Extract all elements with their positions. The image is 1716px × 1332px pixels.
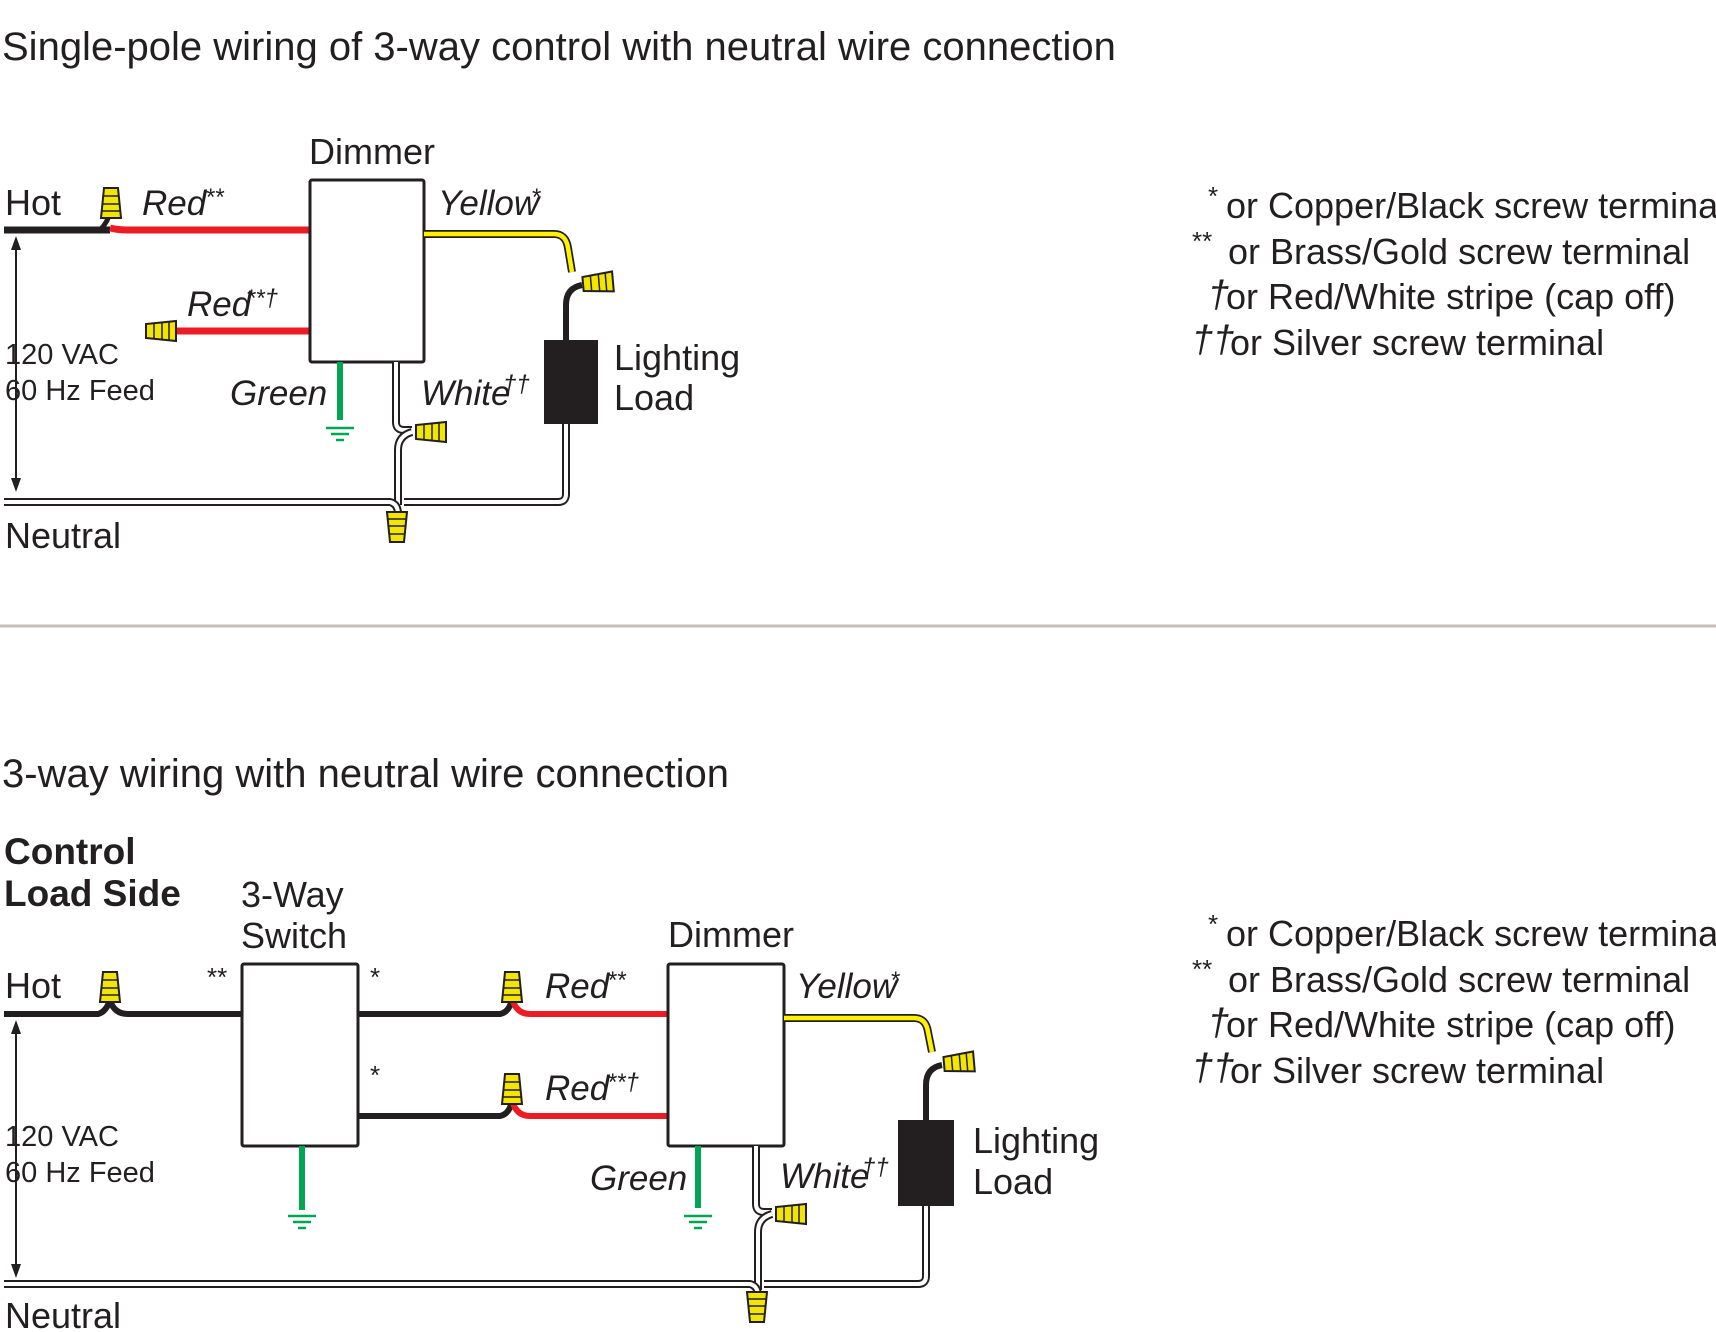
red-top-label: Red bbox=[545, 967, 611, 1006]
traveler-black-bottom bbox=[358, 1099, 515, 1119]
yellow-wire bbox=[784, 1015, 935, 1053]
feed-voltage: 120 VAC bbox=[5, 1121, 119, 1153]
switch-right-bottom-mark: * bbox=[370, 1060, 380, 1090]
white-wire-load bbox=[764, 1206, 928, 1286]
wire-nut-neutral bbox=[386, 511, 408, 543]
hot-label: Hot bbox=[5, 182, 61, 223]
white-wire-dimmer bbox=[754, 1146, 772, 1214]
wire-nut-load bbox=[581, 270, 615, 296]
legend-text: or Copper/Black screw terminal bbox=[1226, 185, 1716, 226]
legend-text: or Red/White stripe (cap off) bbox=[1226, 276, 1676, 317]
red-bottom-label: Red bbox=[187, 285, 253, 324]
yellow-label: Yellow bbox=[796, 967, 900, 1006]
legend-text: or Copper/Black screw terminal bbox=[1226, 913, 1716, 954]
wire-nut-white bbox=[415, 421, 447, 443]
wire-nut-traveler-bottom bbox=[501, 1073, 523, 1105]
ground-icon bbox=[286, 1214, 318, 1230]
green-label: Green bbox=[590, 1159, 687, 1198]
diagram2-title: 3-way wiring with neutral wire connectio… bbox=[2, 752, 729, 796]
ground-icon bbox=[324, 426, 356, 442]
legend-text: or Silver screw terminal bbox=[1230, 322, 1604, 363]
yellow-mark: * bbox=[890, 967, 900, 994]
wire-nut-traveler-top bbox=[501, 971, 523, 1003]
wire-nut-white bbox=[775, 1203, 807, 1225]
white-label: White bbox=[421, 374, 510, 413]
load-label-1: Lighting bbox=[614, 337, 740, 378]
legend-mark: * bbox=[1208, 909, 1218, 939]
switch-label-1: 3-Way bbox=[241, 874, 344, 915]
red-bottom-label: Red bbox=[545, 1069, 611, 1108]
legend-mark: †† bbox=[1192, 319, 1234, 361]
neutral-wire bbox=[4, 500, 400, 515]
wire-nut-hot bbox=[100, 187, 122, 219]
switch-label-2: Switch bbox=[241, 915, 347, 956]
legend-bottom: * or Copper/Black screw terminal ** or B… bbox=[1192, 909, 1716, 1091]
arrow-down-icon bbox=[11, 478, 21, 492]
wire-nut-neutral bbox=[746, 1291, 768, 1323]
diagram-single-pole: Single-pole wiring of 3-way control with… bbox=[2, 25, 1116, 556]
dimmer-label: Dimmer bbox=[309, 131, 435, 172]
diagram1-title: Single-pole wiring of 3-way control with… bbox=[2, 25, 1116, 69]
control-side-label: Control bbox=[4, 831, 136, 872]
lighting-load bbox=[544, 340, 598, 424]
feed-frequency: 60 Hz Feed bbox=[5, 1157, 155, 1189]
red-bottom-mark: **† bbox=[607, 1069, 640, 1096]
white-mark: †† bbox=[862, 1154, 889, 1181]
red-top-mark: ** bbox=[205, 184, 224, 211]
wire-nut-cap bbox=[145, 320, 177, 342]
legend-text: or Brass/Gold screw terminal bbox=[1228, 231, 1690, 272]
yellow-wire bbox=[424, 231, 575, 273]
yellow-mark: * bbox=[531, 184, 541, 211]
dimmer-box bbox=[308, 178, 426, 364]
feed-voltage: 120 VAC bbox=[5, 339, 119, 371]
legend-mark: †† bbox=[1192, 1047, 1234, 1089]
red-bottom-mark: **† bbox=[246, 285, 279, 312]
dimmer-box bbox=[666, 962, 786, 1148]
legend-mark: † bbox=[1208, 1002, 1229, 1044]
wire-nut-hot bbox=[99, 971, 121, 1003]
arrow-down-icon bbox=[11, 1264, 21, 1278]
neutral-label: Neutral bbox=[5, 1295, 121, 1332]
white-label: White bbox=[780, 1157, 869, 1196]
yellow-label: Yellow bbox=[438, 184, 542, 223]
ground-icon bbox=[682, 1214, 714, 1230]
red-top-mark: ** bbox=[607, 967, 626, 994]
diagram-three-way: 3-way wiring with neutral wire connectio… bbox=[2, 752, 1099, 1332]
load-label-2: Load bbox=[973, 1161, 1053, 1202]
legend-text: or Brass/Gold screw terminal bbox=[1228, 959, 1690, 1000]
neutral-label: Neutral bbox=[5, 515, 121, 556]
white-mark: †† bbox=[503, 371, 530, 398]
switch-left-mark: ** bbox=[207, 962, 227, 992]
feed-frequency: 60 Hz Feed bbox=[5, 375, 155, 407]
wire-nut-load bbox=[942, 1050, 976, 1076]
legend-mark: ** bbox=[1192, 954, 1212, 984]
red-wire-top bbox=[109, 224, 310, 234]
legend-text: or Silver screw terminal bbox=[1230, 1050, 1604, 1091]
load-label-2: Load bbox=[614, 377, 694, 418]
legend-mark: ** bbox=[1192, 226, 1212, 256]
traveler-black-top bbox=[358, 997, 515, 1017]
arrow-up-icon bbox=[11, 236, 21, 250]
lighting-load bbox=[898, 1120, 954, 1206]
dimmer-label: Dimmer bbox=[668, 914, 794, 955]
white-wire-load bbox=[404, 424, 568, 504]
legend-text: or Red/White stripe (cap off) bbox=[1226, 1004, 1676, 1045]
three-way-switch-box bbox=[240, 962, 360, 1148]
legend-mark: * bbox=[1208, 181, 1218, 211]
legend-mark: † bbox=[1208, 274, 1229, 316]
hot-label: Hot bbox=[5, 965, 61, 1006]
load-label-1: Lighting bbox=[973, 1120, 1099, 1161]
legend-top: * or Copper/Black screw terminal ** or B… bbox=[1192, 181, 1716, 363]
red-top-label: Red bbox=[142, 184, 208, 223]
load-side-label: Load Side bbox=[4, 873, 181, 914]
white-wire-dimmer bbox=[394, 362, 412, 432]
green-label: Green bbox=[230, 374, 327, 413]
arrow-up-icon bbox=[11, 1020, 21, 1034]
switch-right-top-mark: * bbox=[370, 962, 380, 992]
